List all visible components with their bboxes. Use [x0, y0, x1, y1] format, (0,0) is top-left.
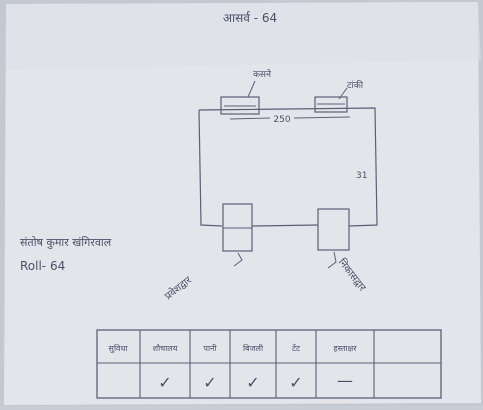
dimension-top: 250 — [273, 115, 290, 125]
leader-exit — [327, 251, 337, 269]
top-right-box — [314, 96, 348, 113]
outline-bottom — [251, 224, 319, 227]
table-header-cell: टेंट — [292, 343, 301, 353]
author-name: संतोष कुमार खंगिरवाल — [20, 236, 112, 249]
exit-gate — [317, 208, 350, 251]
label-top-right: टांकी — [347, 79, 364, 91]
leader-top-right — [338, 87, 348, 100]
page-title: आसर्व - 64 — [223, 11, 277, 25]
table-cell: ✓ — [158, 373, 171, 392]
outline-top-right — [198, 107, 378, 227]
table-header-cell: हस्ताक्षर — [334, 344, 358, 353]
dimension-right: 31 — [356, 171, 367, 181]
outline-left — [198, 109, 223, 227]
author-roll: Roll- 64 — [20, 259, 65, 273]
table-header-cell: पानी — [203, 343, 217, 353]
table-cell: ✓ — [289, 373, 302, 392]
table-cell: — — [337, 371, 353, 390]
table-header-cell: शौचालय — [153, 343, 178, 353]
table-border — [96, 329, 442, 399]
table-header-cell: बिजली — [243, 343, 264, 353]
table-header-cell: सुविधा — [109, 343, 129, 354]
entrance-gate — [222, 203, 253, 252]
table-cell: ✓ — [246, 373, 259, 392]
leader-top-left — [247, 80, 256, 98]
site-outline — [198, 107, 378, 227]
leader-entrance — [233, 252, 243, 267]
facility-table: सुविधा शौचालय पानी बिजली टेंट हस्ताक्षर … — [96, 329, 442, 399]
label-top-left: कसने — [253, 68, 272, 80]
table-cell: ✓ — [203, 373, 216, 392]
top-left-box — [220, 96, 260, 115]
